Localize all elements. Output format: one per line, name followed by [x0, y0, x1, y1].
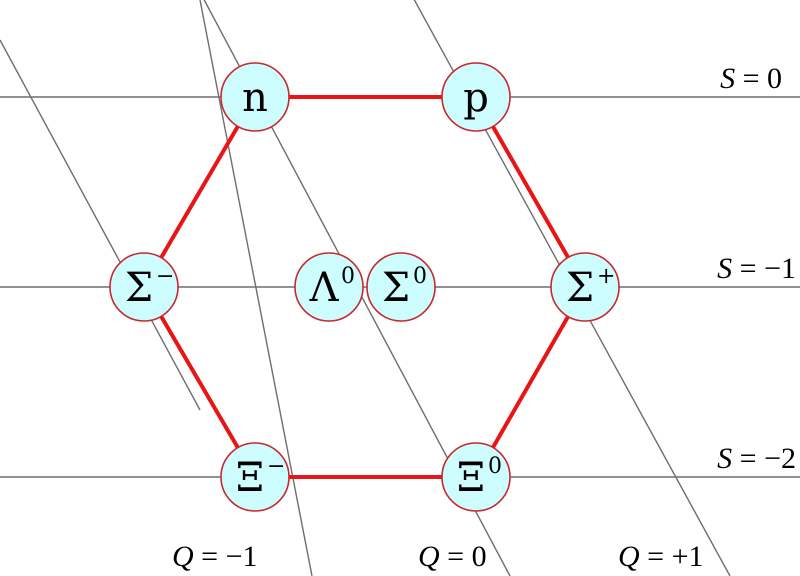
particle-sigma-0-symbol: Σ — [382, 265, 410, 311]
particle-lambda-0: Λ 0 — [294, 252, 364, 322]
particle-sigma-minus-charge: − — [156, 264, 174, 289]
particle-sigma-0-charge: 0 — [413, 264, 427, 289]
charge-label-0: Q = 0 — [418, 540, 487, 573]
particle-sigma-0: Σ 0 — [366, 252, 436, 322]
charge-label-plus-1: Q = +1 — [618, 540, 704, 573]
particle-sigma-minus: Σ − — [109, 252, 179, 322]
strangeness-label-minus-2: S = −2 — [717, 442, 796, 475]
particle-xi-minus-charge: − — [267, 454, 285, 479]
particle-sigma-minus-symbol: Σ — [125, 265, 153, 311]
particle-xi-minus-symbol: Ξ — [236, 455, 264, 501]
hexagon-edges — [142, 95, 587, 479]
edge-p-sigma-plus — [474, 95, 587, 289]
edge-sigma-plus-xi-0 — [474, 285, 587, 479]
particle-lambda-0-symbol: Λ — [309, 265, 340, 311]
strangeness-label-0: S = 0 — [720, 62, 782, 95]
strangeness-label-minus-1: S = −1 — [717, 252, 796, 285]
particle-xi-0: Ξ 0 — [441, 442, 511, 512]
particle-xi-0-charge: 0 — [488, 454, 502, 479]
particle-lambda-0-charge: 0 — [341, 264, 355, 289]
particle-sigma-plus-charge: + — [597, 264, 615, 289]
edge-xi-minus-sigma-minus — [142, 285, 257, 479]
charge-line-far-left — [0, 39, 201, 411]
particle-xi-0-symbol: Ξ — [457, 455, 485, 501]
edge-sigma-minus-n — [142, 95, 257, 289]
particle-xi-minus: Ξ − — [220, 442, 290, 512]
particle-p: p — [441, 62, 511, 132]
charge-label-minus-1: Q = −1 — [172, 540, 258, 573]
particle-n-symbol: n — [242, 75, 268, 121]
charge-line-minus-1 — [199, 0, 313, 576]
particle-sigma-plus-symbol: Σ — [566, 265, 594, 311]
particle-p-symbol: p — [463, 75, 489, 121]
particle-sigma-plus: Σ + — [550, 252, 620, 322]
particle-n: n — [220, 62, 290, 132]
